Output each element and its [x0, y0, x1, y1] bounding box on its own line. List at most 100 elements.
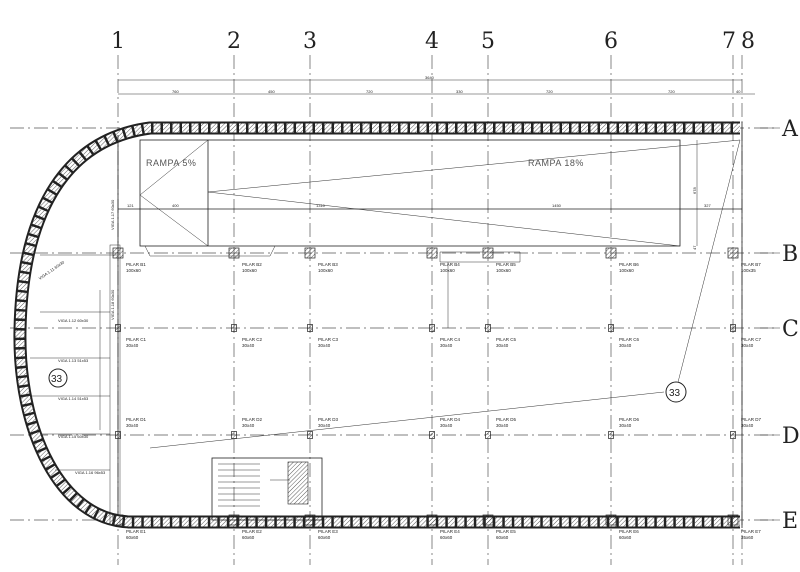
pillar-name: PILAR D5: [496, 417, 517, 422]
pillar-E4: [426, 514, 438, 526]
pillar-size: 35x60: [741, 535, 754, 540]
pillar-D5: [485, 431, 491, 439]
pillar-name: PILAR C1: [126, 337, 147, 342]
pillar-E1: [112, 514, 124, 526]
pillar-size: 30x40: [440, 343, 453, 348]
pillar-name: PILAR C2: [242, 337, 263, 342]
dim-span: 450: [268, 89, 275, 94]
axis-label-row: A: [781, 117, 799, 142]
pillar-size: 60x60: [318, 535, 331, 540]
pillar-name: PILAR C7: [741, 337, 762, 342]
dim-ramp: 1450: [552, 203, 562, 208]
section-line-33: 33 33: [48, 139, 741, 449]
beam-label: VIGA 1.16 96x53: [75, 470, 106, 475]
beam-label: VIGA 1.12 60x30: [58, 318, 89, 323]
pillar-E5: [482, 514, 494, 526]
dim-total: 3640: [425, 75, 435, 80]
axis-label-col: 2: [227, 29, 241, 54]
dim-span: 330: [456, 89, 463, 94]
pillar-name: PILAR B5: [496, 262, 516, 267]
dim-ramp: 327: [704, 203, 711, 208]
perimeter-wall: [13, 121, 743, 529]
dim-ramp-height: 678: [692, 187, 697, 194]
pillar-C3: [307, 324, 313, 332]
dim-ramp: 400: [172, 203, 179, 208]
axis-label-col: 4: [425, 29, 439, 54]
beam-label: VIGA 1.13 51x53: [58, 358, 89, 363]
pillar-name: PILAR E3: [318, 529, 338, 534]
axis-label-col: 6: [604, 29, 618, 54]
pillar-name: PILAR E5: [496, 529, 516, 534]
pillar-size: 60x60: [619, 535, 632, 540]
beam-label: VIGA 1.18 60x30: [110, 289, 115, 320]
pillar-size: 30x40: [741, 343, 754, 348]
pillar-name: PILAR D6: [619, 417, 640, 422]
pillar-name: PILAR B7: [741, 262, 761, 267]
pillar-size: 60x60: [496, 535, 509, 540]
dim-span: 760: [172, 89, 179, 94]
pillar-size: 30x40: [619, 343, 632, 348]
pillar-B6: [605, 247, 617, 259]
pillar-size: 100x60: [318, 268, 333, 273]
pillar-name: PILAR D1: [126, 417, 147, 422]
pillar-C6: [608, 324, 614, 332]
pillar-C4: [429, 324, 435, 332]
ramp-area: RAMPA 5% RAMPA 18% 121 400 1310 1450 327…: [118, 139, 742, 328]
pillar-size: 30x40: [126, 343, 139, 348]
beam-label: VIGA 1.15 60x30: [58, 434, 89, 439]
axis-label-row: D: [782, 424, 800, 449]
pillar-size: 30x40: [440, 423, 453, 428]
pillar-name: PILAR C3: [318, 337, 339, 342]
pillar-size: 30x40: [496, 343, 509, 348]
pillar-size: 30x40: [242, 343, 255, 348]
axis-label-col: 5: [481, 29, 495, 54]
pillar-E6: [605, 514, 617, 526]
dim-ramp-height: 47: [692, 245, 697, 250]
axis-label-row: E: [782, 509, 798, 534]
pillar-B2: [228, 247, 240, 259]
dim-ramp: 1310: [316, 203, 326, 208]
pillar-name: PILAR E1: [126, 529, 146, 534]
pillar-C5: [485, 324, 491, 332]
pillar-E3: [304, 514, 316, 526]
pillar-B4: [426, 247, 438, 259]
pillar-B5: [482, 247, 494, 259]
pillar-size: 100x60: [619, 268, 634, 273]
ramp-label-5: RAMPA 5%: [146, 158, 196, 168]
pillar-size: 60x60: [242, 535, 255, 540]
pillar-name: PILAR D2: [242, 417, 263, 422]
pillar-size: 30x40: [741, 423, 754, 428]
pillar-C2: [231, 324, 237, 332]
pillar-size: 30x40: [126, 423, 139, 428]
axis-label-col: 3: [303, 29, 317, 54]
beam-label: VIGA 1.11 60x30: [38, 259, 66, 281]
pillar-size: 60x60: [440, 535, 453, 540]
pillar-D1: [115, 431, 121, 439]
pillar-size: 30x40: [619, 423, 632, 428]
axis-label-col: 7: [722, 29, 736, 54]
axis-label-col: 1: [111, 29, 125, 54]
pillar-size: 30x40: [318, 343, 331, 348]
beam-label: VIGA 1.14 51x53: [58, 396, 89, 401]
pillar-name: PILAR D7: [741, 417, 762, 422]
pillar-C1: [115, 324, 121, 332]
pillar-name: PILAR B6: [619, 262, 639, 267]
pillar-E7: [727, 514, 739, 526]
pillar-name: PILAR C6: [619, 337, 640, 342]
pillar-name: PILAR B4: [440, 262, 460, 267]
dimension-chains: 3640 760 450 720 330 720 720 40: [118, 75, 755, 95]
pillar-name: PILAR D3: [318, 417, 339, 422]
pillar-D2: [231, 431, 237, 439]
pillar-name: PILAR D4: [440, 417, 461, 422]
pillar-D6: [608, 431, 614, 439]
staircase: [211, 457, 323, 521]
pillar-D3: [307, 431, 313, 439]
pillar-size: 60x60: [126, 535, 139, 540]
pillar-name: PILAR C4: [440, 337, 461, 342]
axis-label-col: 8: [741, 29, 755, 54]
pillar-name: PILAR B3: [318, 262, 338, 267]
